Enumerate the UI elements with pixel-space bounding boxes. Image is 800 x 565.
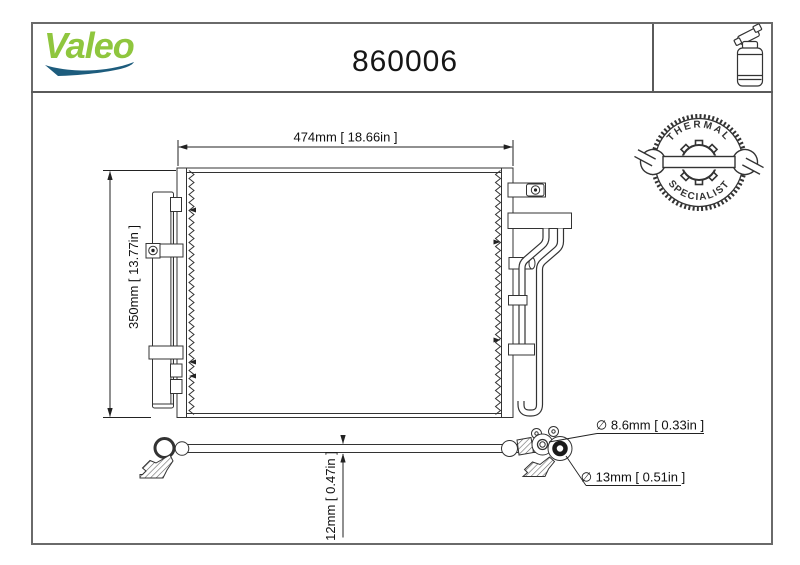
dimension-core-width: 474mm [ 18.66in ] <box>177 130 514 166</box>
receiver-drier-bottle-icon <box>733 23 764 87</box>
dimension-core-height: 350mm [ 13.77in ] <box>103 170 176 418</box>
pipe-diameter-label: 12mm [ 0.47in ] <box>323 451 338 541</box>
valeo-logo: Valeo <box>44 28 174 78</box>
receiver-drier-assembly <box>145 191 184 409</box>
brand-swoosh-icon <box>45 62 134 76</box>
condenser-core <box>176 167 514 418</box>
header-rule <box>31 91 773 93</box>
core-width-label: 474mm [ 18.66in ] <box>293 130 397 145</box>
header-divider <box>652 24 654 91</box>
inlet-outlet-piping <box>507 182 572 417</box>
open-end-wrench-icon <box>633 148 765 176</box>
dimension-pipe-diameter: 12mm [ 0.47in ] <box>323 434 346 541</box>
callout-port-large: ∅ 13mm [ 0.51in ] <box>565 455 686 486</box>
core-height-label: 350mm [ 13.77in ] <box>126 225 141 329</box>
port-large-label: ∅ 13mm [ 0.51in ] <box>581 470 686 485</box>
brand-wordmark: Valeo <box>44 25 135 66</box>
bottom-pipe-assembly <box>139 426 573 479</box>
callout-port-small: ∅ 8.6mm [ 0.33in ] <box>548 418 704 443</box>
fin-tick-marks <box>189 207 501 379</box>
thermal-specialist-badge: THERMAL SPECIALIST <box>633 114 765 211</box>
part-number: 860006 <box>351 45 459 78</box>
port-small-label: ∅ 8.6mm [ 0.33in ] <box>596 418 704 433</box>
drawing-frame <box>31 22 773 545</box>
